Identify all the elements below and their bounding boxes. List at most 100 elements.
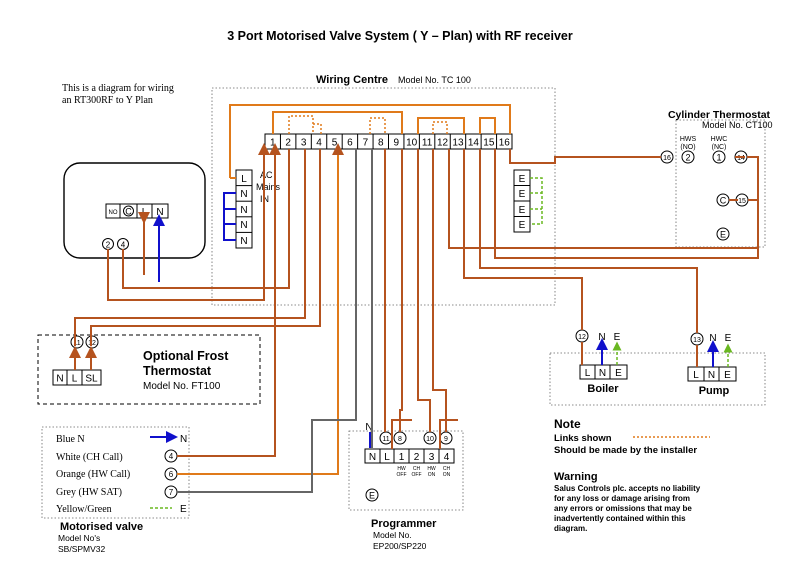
terminal-16: 16: [499, 138, 511, 149]
frost-terminal: N: [56, 374, 63, 385]
pump-terminal: N: [708, 370, 715, 381]
pump-n-label: N: [709, 333, 716, 344]
warning: Warning Salus Controls plc. accepts no l…: [554, 471, 701, 533]
valve-wire-label: Yellow/Green: [56, 504, 112, 515]
terminal-8: 8: [378, 138, 384, 149]
receiver-terminal: NO: [109, 210, 118, 216]
mains-terminal-label: L: [241, 174, 247, 185]
wire-link: [432, 121, 448, 134]
cylinder-thermostat-model: Model No. CT100: [702, 120, 773, 130]
wire-link: [417, 117, 465, 134]
terminal-9: 9: [393, 138, 399, 149]
pump-e-label: E: [725, 333, 732, 344]
intro-note-line-1: This is a diagram for wiring: [62, 83, 174, 94]
receiver-terminal: C: [125, 207, 132, 217]
warning-line: diagram.: [554, 524, 587, 533]
valve-wire-label: Orange (HW Call): [56, 469, 130, 480]
wire-frost-12: [90, 149, 321, 346]
valve-wire-label: Blue N: [56, 434, 85, 445]
wire-receiver-4: [122, 149, 290, 289]
motorised-valve-outline: [41, 426, 190, 519]
earth-terminal-label: E: [519, 174, 526, 185]
valve-wire-label: Grey (HW SAT): [56, 487, 122, 498]
earth-block: E E E E: [513, 169, 543, 233]
page-title: 3 Port Motorised Valve System ( Y – Plan…: [227, 29, 573, 43]
wire-programmer-link: [439, 419, 458, 449]
wire-valve-orange: [177, 143, 344, 475]
frost-wire-number: 11: [73, 340, 80, 347]
programmer-n-label: N: [365, 422, 372, 433]
wire-frost-11: [74, 149, 306, 346]
boiler-terminal: E: [615, 368, 622, 379]
wire-receiver-2: [107, 143, 270, 301]
wire-cyl-16: [509, 149, 661, 164]
programmer-sublabel: ON: [428, 472, 436, 478]
rf-receiver: NO C L N 2 4: [63, 162, 206, 259]
warning-line: Salus Controls plc. accepts no liability: [554, 484, 701, 493]
mains-label: Mains: [256, 182, 281, 192]
boiler-terminal: N: [599, 368, 606, 379]
terminal-13: 13: [452, 138, 464, 149]
receiver-terminal-ring: [123, 205, 134, 217]
wire-pump-13: [479, 149, 698, 333]
cylinder-wire-number: 14: [737, 155, 745, 162]
terminal-3: 3: [301, 138, 307, 149]
mains-terminal-label: N: [240, 236, 247, 247]
programmer-wire-number: 11: [382, 436, 389, 443]
terminal-5: 5: [332, 138, 338, 149]
wire-programmer-9: [432, 149, 447, 432]
mains-label: AC: [260, 170, 273, 180]
wire-valve-white: [177, 143, 281, 457]
wire-programmer-8: [399, 149, 403, 432]
programmer-wire-number: 8: [398, 436, 402, 443]
programmer-terminal: 4: [444, 452, 450, 463]
earth-terminal-label: E: [519, 220, 526, 231]
frost-terminal-strip: [52, 369, 102, 386]
programmer-model: Model No.: [373, 530, 412, 540]
programmer-earth: E: [369, 491, 375, 501]
terminal-12: 12: [437, 138, 449, 149]
earth-terminal-label: E: [519, 205, 526, 216]
motorised-valve: Blue N White (CH Call) Orange (HW Call) …: [41, 426, 190, 554]
cylinder-thermostat: Cylinder Thermostat Model No. CT100 HWS …: [660, 109, 773, 248]
programmer-sublabel: HW: [427, 466, 436, 472]
frost-thermostat: N L SL 11 12 Optional Frost Thermostat M…: [37, 334, 261, 405]
terminal-4: 4: [316, 138, 322, 149]
programmer-wire-number: 10: [426, 436, 434, 443]
valve-wire-end: 4: [169, 452, 174, 461]
wire-link: [272, 111, 403, 134]
terminal-1: 1: [270, 138, 276, 149]
frost-terminal: SL: [85, 374, 98, 385]
wire-link: [313, 123, 322, 134]
wire-boiler-12: [463, 149, 583, 330]
terminal-10: 10: [406, 138, 418, 149]
terminal-2: 2: [285, 138, 291, 149]
wire-cyl-15: [448, 149, 759, 249]
wire-programmer-10: [417, 149, 431, 432]
motorised-valve-model: Model No's: [58, 533, 100, 543]
hws-label: (NO): [680, 144, 695, 151]
cylinder-wire-number: 15: [738, 198, 746, 205]
frost-thermostat-title: Thermostat: [143, 364, 212, 378]
receiver-wire-number: 4: [121, 241, 126, 250]
programmer-sublabel: HW: [397, 466, 406, 472]
programmer-terminal: 3: [429, 452, 435, 463]
valve-wire-end: 7: [169, 488, 174, 497]
note: Note Links shown Should be made by the i…: [554, 417, 710, 456]
terminal-15: 15: [483, 138, 495, 149]
wire-link: [479, 117, 496, 134]
frost-thermostat-title: Optional Frost: [143, 349, 229, 363]
terminal-14: 14: [468, 138, 480, 149]
warning-line: any errors or omissions that may be: [554, 504, 692, 513]
valve-wire-end: E: [180, 504, 187, 515]
frost-terminal: L: [72, 374, 78, 385]
valve-wire-end: 6: [169, 470, 174, 479]
programmer-wire-number: 9: [444, 436, 448, 443]
cylinder-terminal: C: [720, 196, 727, 206]
boiler-e-label: E: [614, 332, 621, 343]
wire-link: [229, 104, 511, 178]
wires: [74, 104, 759, 493]
valve-wire-end: N: [180, 434, 187, 445]
